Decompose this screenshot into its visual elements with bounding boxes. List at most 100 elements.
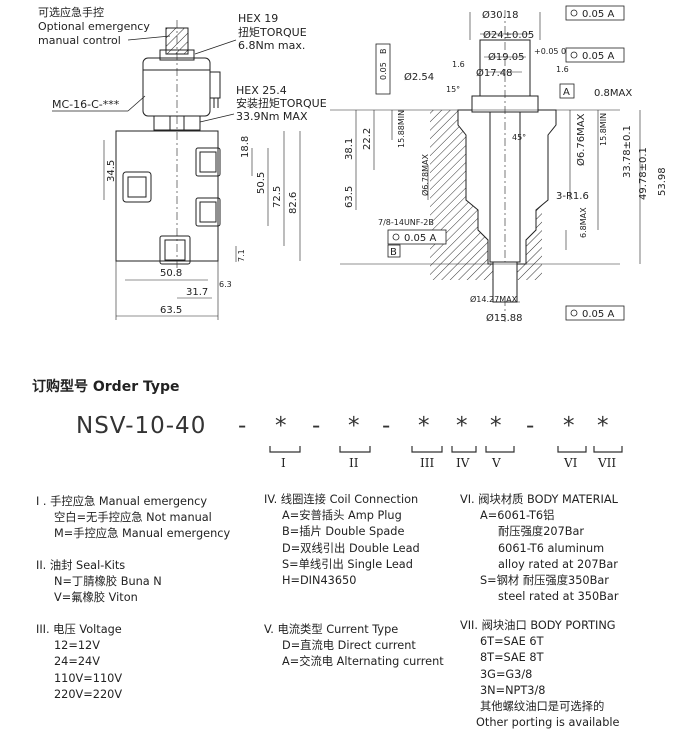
- option-line: N=丁腈橡胶 Buna N: [54, 575, 162, 589]
- option-line: 3G=G3/8: [480, 667, 533, 681]
- roman-5: V: [492, 456, 501, 470]
- hex25-title: HEX 25.4: [236, 84, 287, 97]
- option-line: A=6061-T6铝: [480, 509, 555, 523]
- section-body-porting: VII. 阀块油口 BODY PORTING 6T=SAE 6T 8T=SAE …: [460, 618, 620, 731]
- option-line: 220V=220V: [54, 687, 123, 701]
- dia-24: Ø24±0.05: [483, 29, 534, 41]
- option-line: 其他螺纹油口是可选择的: [480, 699, 605, 713]
- dim-22-2: 22.2: [362, 128, 373, 150]
- option-line: 110V=110V: [54, 671, 123, 685]
- runout-frame-bottom: 0.05 A: [582, 309, 614, 320]
- flatness-value: 0.05: [379, 62, 388, 80]
- section-seal-kits: II. 油封 Seal-Kits N=丁腈橡胶 Buna N V=氟橡胶 Vit…: [36, 558, 162, 607]
- angle-45: 45°: [512, 133, 526, 142]
- option-line: D=直流电 Direct current: [282, 639, 416, 653]
- runout-frame-top: 0.05 A: [582, 9, 614, 20]
- dim-18-8: 18.8: [240, 136, 251, 158]
- option-line: 12=12V: [54, 639, 100, 653]
- code-star-4: *: [456, 413, 469, 439]
- option-line: H=DIN43650: [282, 573, 357, 587]
- option-line: D=双线引出 Double Lead: [282, 541, 420, 555]
- hex19-title: HEX 19: [238, 12, 278, 25]
- datum-a: A: [563, 87, 570, 98]
- roughness-2: 1.6: [556, 65, 569, 74]
- dim-15-88-min: 15.88MIN: [397, 110, 406, 148]
- option-line: steel rated at 350Bar: [498, 590, 619, 604]
- chamfer-0-8: 0.8MAX: [594, 88, 632, 99]
- option-line: 6T=SAE 6T: [480, 635, 544, 649]
- section-current-type: V. 电流类型 Current Type D=直流电 Direct curren…: [264, 622, 444, 671]
- runout-frame-mid: 0.05 A: [582, 51, 614, 62]
- option-line: 空白=无手控应急 Not manual: [54, 511, 212, 525]
- dia-30-18: Ø30.18: [482, 9, 519, 21]
- option-line: B=插片 Double Spade: [282, 525, 405, 539]
- code-star-6: *: [563, 413, 576, 439]
- option-line: alloy rated at 207Bar: [498, 557, 618, 571]
- dim-50-8: 50.8: [160, 268, 182, 279]
- dim-49-78: 49.78±0.1: [638, 147, 649, 200]
- dim-33-78: 33.78±0.1: [622, 125, 633, 178]
- section-voltage: III. 电压 Voltage 12=12V 24=24V 110V=110V …: [36, 622, 122, 703]
- option-line: A=安普插头 Amp Plug: [282, 509, 402, 523]
- emergency-label-cn: 可选应急手控: [38, 5, 104, 19]
- dim-31-7: 31.7: [186, 287, 208, 298]
- code-sep: -: [526, 413, 536, 439]
- dim-72-5: 72.5: [272, 186, 283, 208]
- dim-38-1: 38.1: [344, 138, 355, 160]
- roman-3: III: [420, 456, 435, 470]
- section-heading: II. 油封 Seal-Kits: [36, 559, 126, 572]
- dim-53-98: 53.98: [657, 167, 668, 196]
- roman-1: I: [281, 456, 286, 470]
- dim-63-5-right: 63.5: [344, 186, 355, 208]
- dim-50-5: 50.5: [256, 172, 267, 194]
- option-line: 耐压强度207Bar: [498, 525, 585, 539]
- dim-7-1: 7.1: [237, 249, 246, 262]
- dim-34-5: 34.5: [106, 160, 117, 182]
- dim-15-8-min: 15.8MIN: [599, 113, 608, 146]
- option-line: 3N=NPT3/8: [480, 683, 546, 697]
- radius-1-6: 3-R1.6: [556, 191, 589, 202]
- code-star-2: *: [348, 413, 361, 439]
- roughness-1: 1.6: [452, 60, 465, 69]
- option-line: Other porting is available: [476, 716, 620, 730]
- hex19-value: 6.8Nm max.: [238, 39, 305, 52]
- roman-2: II: [349, 456, 359, 470]
- code-star-7: *: [597, 413, 610, 439]
- coil-part-number: MC-16-C-***: [52, 98, 120, 111]
- option-line: V=氟橡胶 Viton: [54, 591, 138, 605]
- section-heading: I . 手控应急 Manual emergency: [36, 495, 208, 508]
- dia-14-27-max: Ø14.27MAX: [470, 294, 518, 304]
- section-heading: III. 电压 Voltage: [36, 623, 122, 636]
- order-type-title: 订购型号 Order Type: [32, 379, 180, 395]
- right-view: [330, 10, 641, 325]
- emergency-label-en2: manual control: [38, 34, 121, 47]
- code-sep: -: [238, 413, 248, 439]
- dia-15-88: Ø15.88: [486, 312, 523, 324]
- option-line: 8T=SAE 8T: [480, 651, 544, 665]
- code-brackets: [269, 446, 623, 453]
- roman-7: VII: [598, 456, 617, 470]
- dim-63-5: 63.5: [160, 305, 182, 316]
- dim-6-8-max: 6.8MAX: [579, 207, 588, 238]
- dim-6-76-max: Ø6.76MAX: [575, 113, 587, 166]
- flatness-datum: B: [379, 49, 388, 55]
- datum-b: B: [390, 247, 397, 258]
- section-heading: V. 电流类型 Current Type: [264, 623, 399, 636]
- dim-6-3: 6.3: [219, 280, 232, 289]
- thread-size: 7/8-14UNF-2B: [378, 218, 434, 227]
- left-view: [115, 20, 221, 272]
- section-body-material: VI. 阀块材质 BODY MATERIAL A=6061-T6铝 耐压强度20…: [460, 492, 618, 605]
- code-prefix: NSV-10-40: [76, 413, 207, 439]
- technical-drawing: 可选应急手控 Optional emergency manual control…: [38, 5, 668, 325]
- section-manual-emergency: I . 手控应急 Manual emergency 空白=无手控应急 Not m…: [36, 494, 230, 543]
- hex25-cn: 安装扭矩TORQUE: [236, 96, 327, 110]
- code-sep: -: [382, 413, 392, 439]
- dia-17-48: Ø17.48: [476, 67, 513, 79]
- runout-frame-thread: 0.05 A: [404, 233, 436, 244]
- code-sep: -: [312, 413, 322, 439]
- dim-82-6: 82.6: [288, 192, 299, 214]
- option-line: 6061-T6 aluminum: [498, 541, 605, 555]
- roman-6: VI: [564, 456, 578, 470]
- roman-4: IV: [456, 456, 470, 470]
- option-line: M=手控应急 Manual emergency: [54, 527, 231, 541]
